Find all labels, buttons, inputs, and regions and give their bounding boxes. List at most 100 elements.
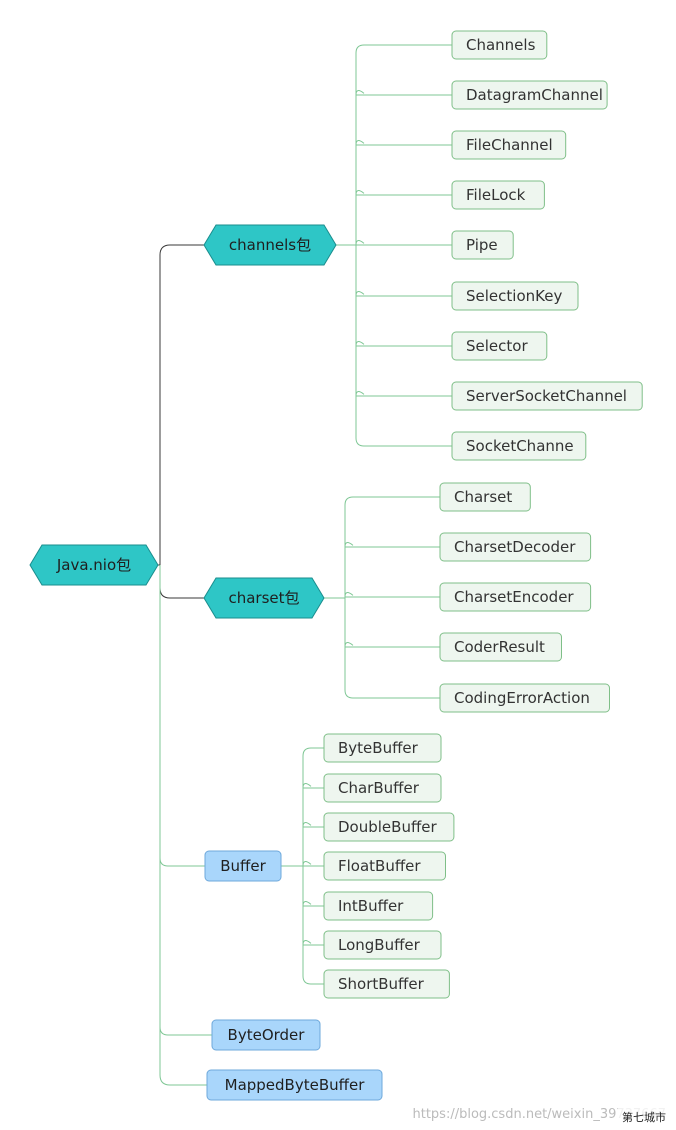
leaf-charbuffer-label: CharBuffer: [338, 779, 420, 797]
leaf-charsetencoder-label: CharsetEncoder: [454, 588, 574, 606]
leaf-filelock-label: FileLock: [466, 186, 526, 204]
leaf-selectionkey-box: [451, 281, 579, 311]
hub-node-channels-label: channels包: [229, 236, 311, 254]
leaf-doublebuffer-label: DoubleBuffer: [338, 818, 438, 836]
leaf-longbuffer-box: [323, 930, 442, 960]
leaf-pipe: Pipe: [451, 230, 514, 260]
leaf-codingerroraction-label: CodingErrorAction: [454, 689, 590, 707]
connector-layer: [158, 44, 452, 1086]
node-buffer: Buffer: [204, 850, 282, 882]
charset-leaf-connector: [344, 496, 440, 506]
leaf-shortbuffer: ShortBuffer: [323, 969, 450, 999]
hub-node-charset-shape: [203, 577, 325, 619]
leaf-shortbuffer-label: ShortBuffer: [338, 975, 425, 993]
leaf-selector-box: [451, 331, 548, 361]
leaf-pipe-label: Pipe: [466, 236, 498, 254]
node-buffer-label: Buffer: [220, 857, 266, 875]
channels-leaf-connector: [355, 391, 452, 397]
leaf-codingerroraction: CodingErrorAction: [439, 683, 610, 713]
leaf-serversocketchannel-label: ServerSocketChannel: [466, 387, 627, 405]
leaf-intbuffer-box: [323, 891, 434, 921]
hub-node-channels: channels包: [203, 224, 337, 266]
channels-leaf-connector: [355, 90, 452, 96]
channels-leaf-connector: [355, 341, 452, 347]
leaf-intbuffer: IntBuffer: [323, 891, 434, 921]
leaf-channels: Channels: [451, 30, 548, 60]
leaf-serversocketchannel: ServerSocketChannel: [451, 381, 643, 411]
leaf-socketchanne-box: [451, 431, 587, 461]
root-node-java-nio: Java.nio包: [29, 544, 159, 586]
buffer-leaf-connector: [302, 940, 324, 946]
leaf-datagramchannel-box: [451, 80, 608, 110]
leaf-datagramchannel: DatagramChannel: [451, 80, 608, 110]
charset-leaf-connector: [344, 542, 440, 548]
leaf-charsetdecoder-box: [439, 532, 592, 562]
leaf-socketchanne-label: SocketChanne: [466, 437, 574, 455]
leaf-bytebuffer-label: ByteBuffer: [338, 739, 419, 757]
connector-root-mappedbytebuffer: [159, 565, 207, 1086]
buffer-leaf-connector: [302, 975, 324, 985]
leaf-longbuffer-label: LongBuffer: [338, 936, 421, 954]
charset-leaf-connector: [344, 592, 440, 598]
leaf-selector-label: Selector: [466, 337, 528, 355]
leaf-bytebuffer-box: [323, 733, 442, 763]
leaf-channels-label: Channels: [466, 36, 536, 54]
node-layer: Java.nio包 channels包 ChannelsDatagramChanne…: [29, 30, 643, 1101]
leaf-floatbuffer-label: FloatBuffer: [338, 857, 421, 875]
connector-root-buffer: [159, 857, 205, 867]
node-byteorder: ByteOrder: [211, 1019, 321, 1051]
leaf-charset-label: Charset: [454, 488, 512, 506]
charset-leaf-connector: [344, 642, 440, 648]
channels-leaf-connector: [355, 291, 452, 297]
channels-leaf-connector: [355, 240, 452, 246]
leaf-shortbuffer-box: [323, 969, 450, 999]
leaf-filechannel: FileChannel: [451, 130, 567, 160]
watermark-badge: 第七城市: [618, 1108, 670, 1126]
charset-leaf-connector: [344, 689, 440, 699]
buffer-leaf-connector: [302, 783, 324, 789]
connector-root-channels: [158, 244, 205, 566]
leaf-filechannel-label: FileChannel: [466, 136, 553, 154]
root-node-java-nio-label: Java.nio包: [56, 556, 131, 574]
hub-node-charset-label: charset包: [228, 589, 299, 607]
channels-leaf-connector: [355, 437, 452, 447]
buffer-leaf-connector: [302, 822, 324, 828]
node-byteorder-box: [211, 1019, 321, 1051]
leaf-filechannel-box: [451, 130, 567, 160]
leaf-serversocketchannel-box: [451, 381, 643, 411]
leaf-charset-box: [439, 482, 531, 512]
leaf-charset: Charset: [439, 482, 531, 512]
node-buffer-box: [204, 850, 282, 882]
leaf-charsetencoder-box: [439, 582, 592, 612]
buffer-leaf-connector: [302, 747, 324, 757]
leaf-doublebuffer: DoubleBuffer: [323, 812, 455, 842]
hub-node-channels-shape: [203, 224, 337, 266]
hub-node-charset: charset包: [203, 577, 325, 619]
leaf-datagramchannel-label: DatagramChannel: [466, 86, 603, 104]
leaf-bytebuffer: ByteBuffer: [323, 733, 442, 763]
buffer-leaf-connector: [302, 861, 324, 867]
leaf-floatbuffer-box: [323, 851, 446, 881]
leaf-intbuffer-label: IntBuffer: [338, 897, 404, 915]
node-mappedbytebuffer: MappedByteBuffer: [206, 1069, 383, 1101]
leaf-pipe-box: [451, 230, 514, 260]
leaf-filelock-box: [451, 180, 545, 210]
leaf-filelock: FileLock: [451, 180, 545, 210]
watermark-url: https://blog.csdn.net/weixin_39737667: [412, 1107, 666, 1122]
connector-root-byteorder: [159, 1026, 212, 1036]
leaf-selectionkey: SelectionKey: [451, 281, 579, 311]
leaf-selectionkey-label: SelectionKey: [466, 287, 562, 305]
leaf-socketchanne: SocketChanne: [451, 431, 587, 461]
leaf-codingerroraction-box: [439, 683, 610, 713]
leaf-doublebuffer-box: [323, 812, 455, 842]
channels-leaf-connector: [355, 140, 452, 146]
leaf-charsetdecoder: CharsetDecoder: [439, 532, 592, 562]
channels-leaf-connector: [355, 190, 452, 196]
root-node-java-nio-shape: [29, 544, 159, 586]
leaf-selector: Selector: [451, 331, 548, 361]
leaf-floatbuffer: FloatBuffer: [323, 851, 446, 881]
node-mappedbytebuffer-label: MappedByteBuffer: [225, 1076, 366, 1094]
leaf-charsetdecoder-label: CharsetDecoder: [454, 538, 576, 556]
channels-leaf-connector: [355, 44, 452, 54]
